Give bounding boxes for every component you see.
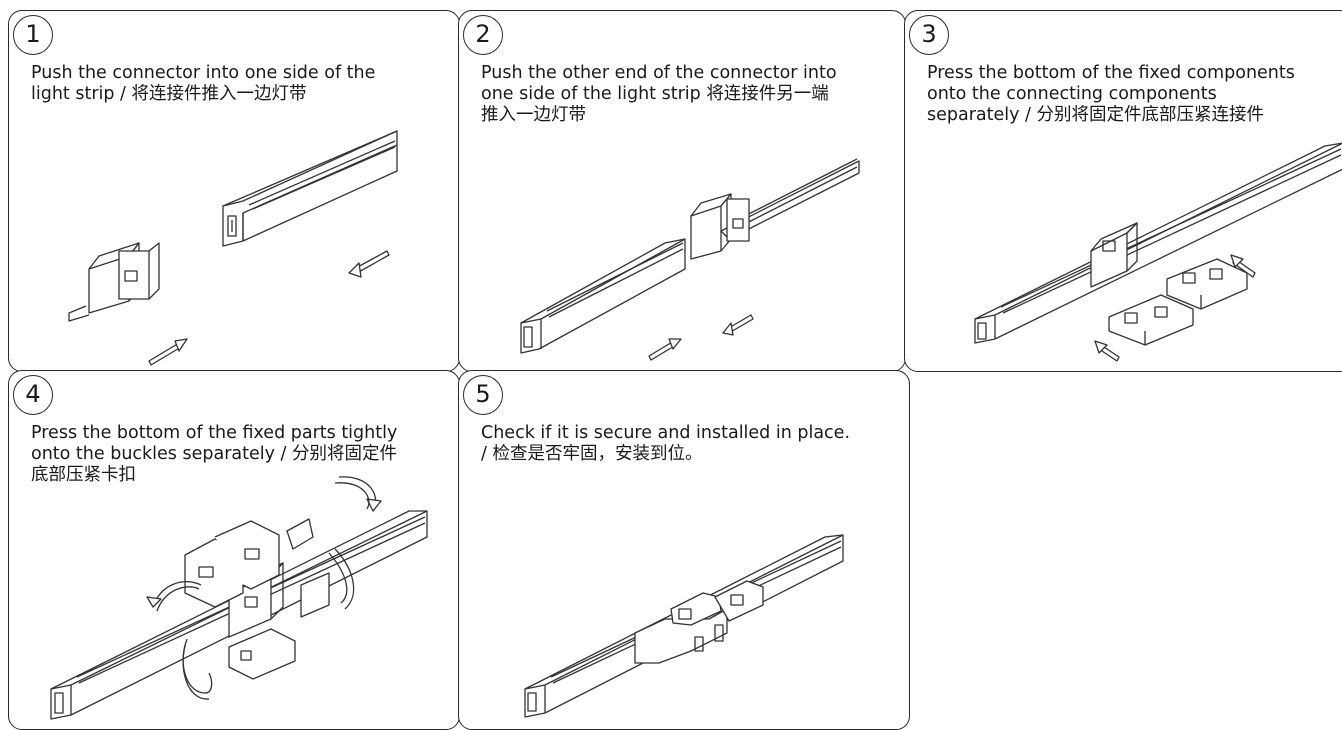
step-3-panel: Press the bottom of the fixed components… <box>904 10 1342 372</box>
step-1-panel: Push the connector into one side of the … <box>8 10 460 372</box>
step-4-number-badge: 4 <box>13 375 53 415</box>
step-5-text: Check if it is secure and installed in p… <box>481 423 851 464</box>
step-3-text: Press the bottom of the fixed components… <box>927 63 1295 125</box>
step-2-text: Push the other end of the connector into… <box>481 63 837 125</box>
step-1-text: Push the connector into one side of the … <box>31 63 376 104</box>
step-4-panel: Press the bottom of the fixed parts tigh… <box>8 370 460 730</box>
step-1-illustration <box>9 11 460 372</box>
step-3-number-badge: 3 <box>909 15 949 55</box>
step-5-number-badge: 5 <box>463 375 503 415</box>
step-2-panel: Push the other end of the connector into… <box>458 10 906 372</box>
step-3-illustration <box>905 11 1342 372</box>
step-5-illustration <box>459 371 910 730</box>
step-5-panel: Check if it is secure and installed in p… <box>458 370 910 730</box>
step-4-text: Press the bottom of the fixed parts tigh… <box>31 423 398 485</box>
step-2-number-badge: 2 <box>463 15 503 55</box>
step-1-number-badge: 1 <box>13 15 53 55</box>
step-4-illustration <box>9 371 460 730</box>
step-2-illustration <box>459 11 906 372</box>
